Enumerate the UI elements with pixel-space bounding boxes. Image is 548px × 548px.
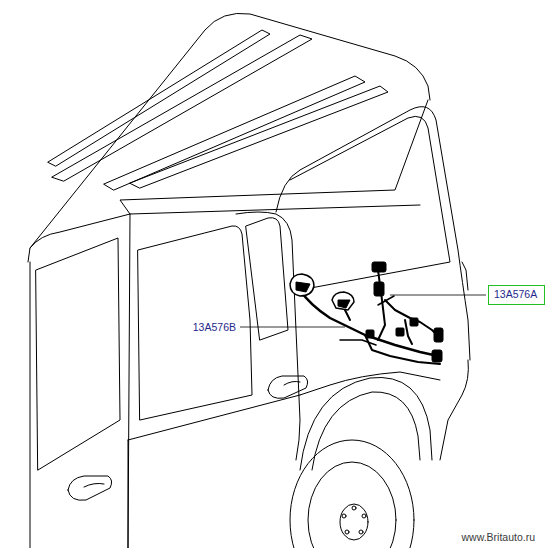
part-number-box: 13A576A (488, 285, 545, 305)
tyre (290, 440, 414, 548)
wheel-arch (300, 377, 432, 470)
roof-rail (104, 76, 365, 190)
roof-rail (130, 86, 388, 188)
watermark: www.Britauto.ru (460, 531, 536, 544)
wheel-arch (312, 392, 420, 470)
roof-edge (30, 100, 428, 248)
rear-glass (290, 116, 450, 290)
door-handle (68, 476, 112, 500)
leader-line (390, 295, 486, 296)
body-side (30, 214, 130, 548)
tailgate-edge (440, 262, 468, 460)
front-door-window (36, 238, 120, 470)
part-number: 13A576A (494, 288, 539, 301)
rear-door-edge (128, 212, 300, 460)
rear-door-window (138, 226, 252, 420)
roof-rail (48, 30, 270, 166)
quarter-window (246, 218, 288, 340)
door-handle (284, 381, 300, 385)
leader-line (240, 327, 345, 328)
wheel-rim (308, 462, 396, 548)
wiring-harness (300, 270, 440, 364)
leader-lines (240, 295, 486, 327)
door-handle (84, 483, 104, 487)
part-number: 13A576B (192, 321, 237, 334)
harness-connectors (290, 262, 443, 362)
door-handle (268, 376, 308, 398)
wheel-hub (340, 504, 368, 540)
d-pillar (276, 107, 470, 360)
roof-rail (52, 35, 312, 181)
wheel-nuts (342, 506, 366, 534)
